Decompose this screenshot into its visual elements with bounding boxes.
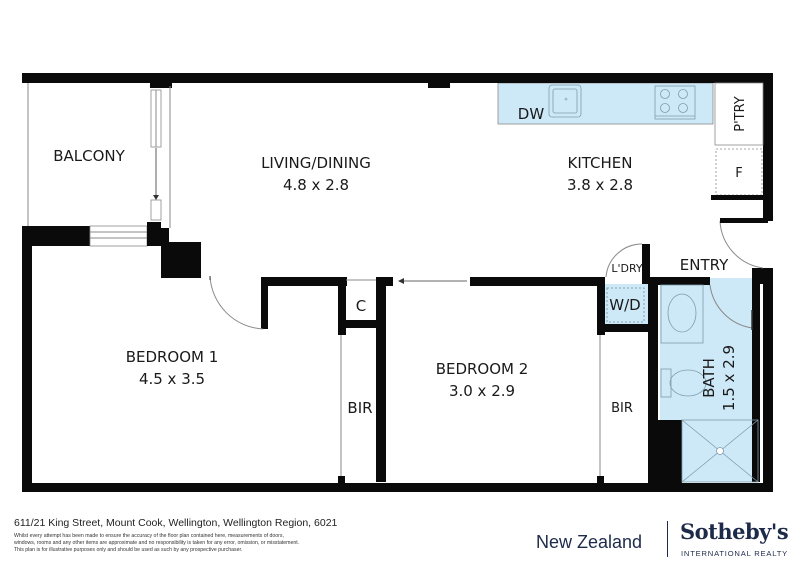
pantry-label: P'TRY (733, 96, 748, 132)
washer-dryer-label: W/D (609, 296, 640, 314)
kitchen-label: KITCHEN (568, 154, 633, 172)
cupboard-label: C (356, 297, 366, 315)
wall-right-lower (763, 268, 773, 492)
brand-region: New Zealand (536, 532, 643, 552)
living-dims: 4.8 x 2.8 (283, 176, 349, 194)
wall-bottom (22, 483, 773, 492)
brand-divider (667, 521, 668, 557)
disclaimer-line-1: Whilst every attempt has been made to en… (14, 533, 284, 539)
bedroom2-dims: 3.0 x 2.9 (449, 382, 515, 400)
footer: 611/21 King Street, Mount Cook, Wellingt… (0, 505, 800, 566)
disclaimer-line-2: windows, rooms and any other items are a… (14, 540, 300, 546)
washer-dryer-area (603, 284, 648, 324)
disclaimer-line-3: This plan is for illustrative purposes o… (14, 547, 243, 553)
laundry-label: L'DRY (611, 262, 643, 275)
balcony-label: BALCONY (53, 147, 125, 165)
bath-label: BATH (700, 358, 718, 398)
kitchen-bench (497, 82, 714, 125)
property-address: 611/21 King Street, Mount Cook, Wellingt… (14, 517, 338, 529)
floor-plan: BALCONY LIVING/DINING 4.8 x 2.8 KITCHEN … (22, 73, 773, 492)
fridge-label: F (735, 166, 742, 181)
wall-balcony-bottom (22, 226, 90, 246)
bedroom1-label: BEDROOM 1 (126, 348, 219, 366)
entry-label: ENTRY (680, 256, 729, 274)
wall-left-lower (22, 226, 32, 492)
bir1-label: BIR (347, 399, 372, 417)
kitchen-dims: 3.8 x 2.8 (567, 176, 633, 194)
brand-subtitle: INTERNATIONAL REALTY (681, 549, 788, 558)
dishwasher-label: DW (518, 105, 545, 123)
brand-logo: Sotheby's (680, 519, 789, 544)
bath-dims: 1.5 x 2.9 (720, 345, 738, 411)
bedroom1-dims: 4.5 x 3.5 (139, 370, 205, 388)
living-label: LIVING/DINING (261, 154, 371, 172)
wall-top (22, 73, 773, 83)
wall-right-upper (763, 73, 773, 221)
bedroom2-label: BEDROOM 2 (436, 360, 529, 378)
bir2-label: BIR (611, 401, 633, 416)
